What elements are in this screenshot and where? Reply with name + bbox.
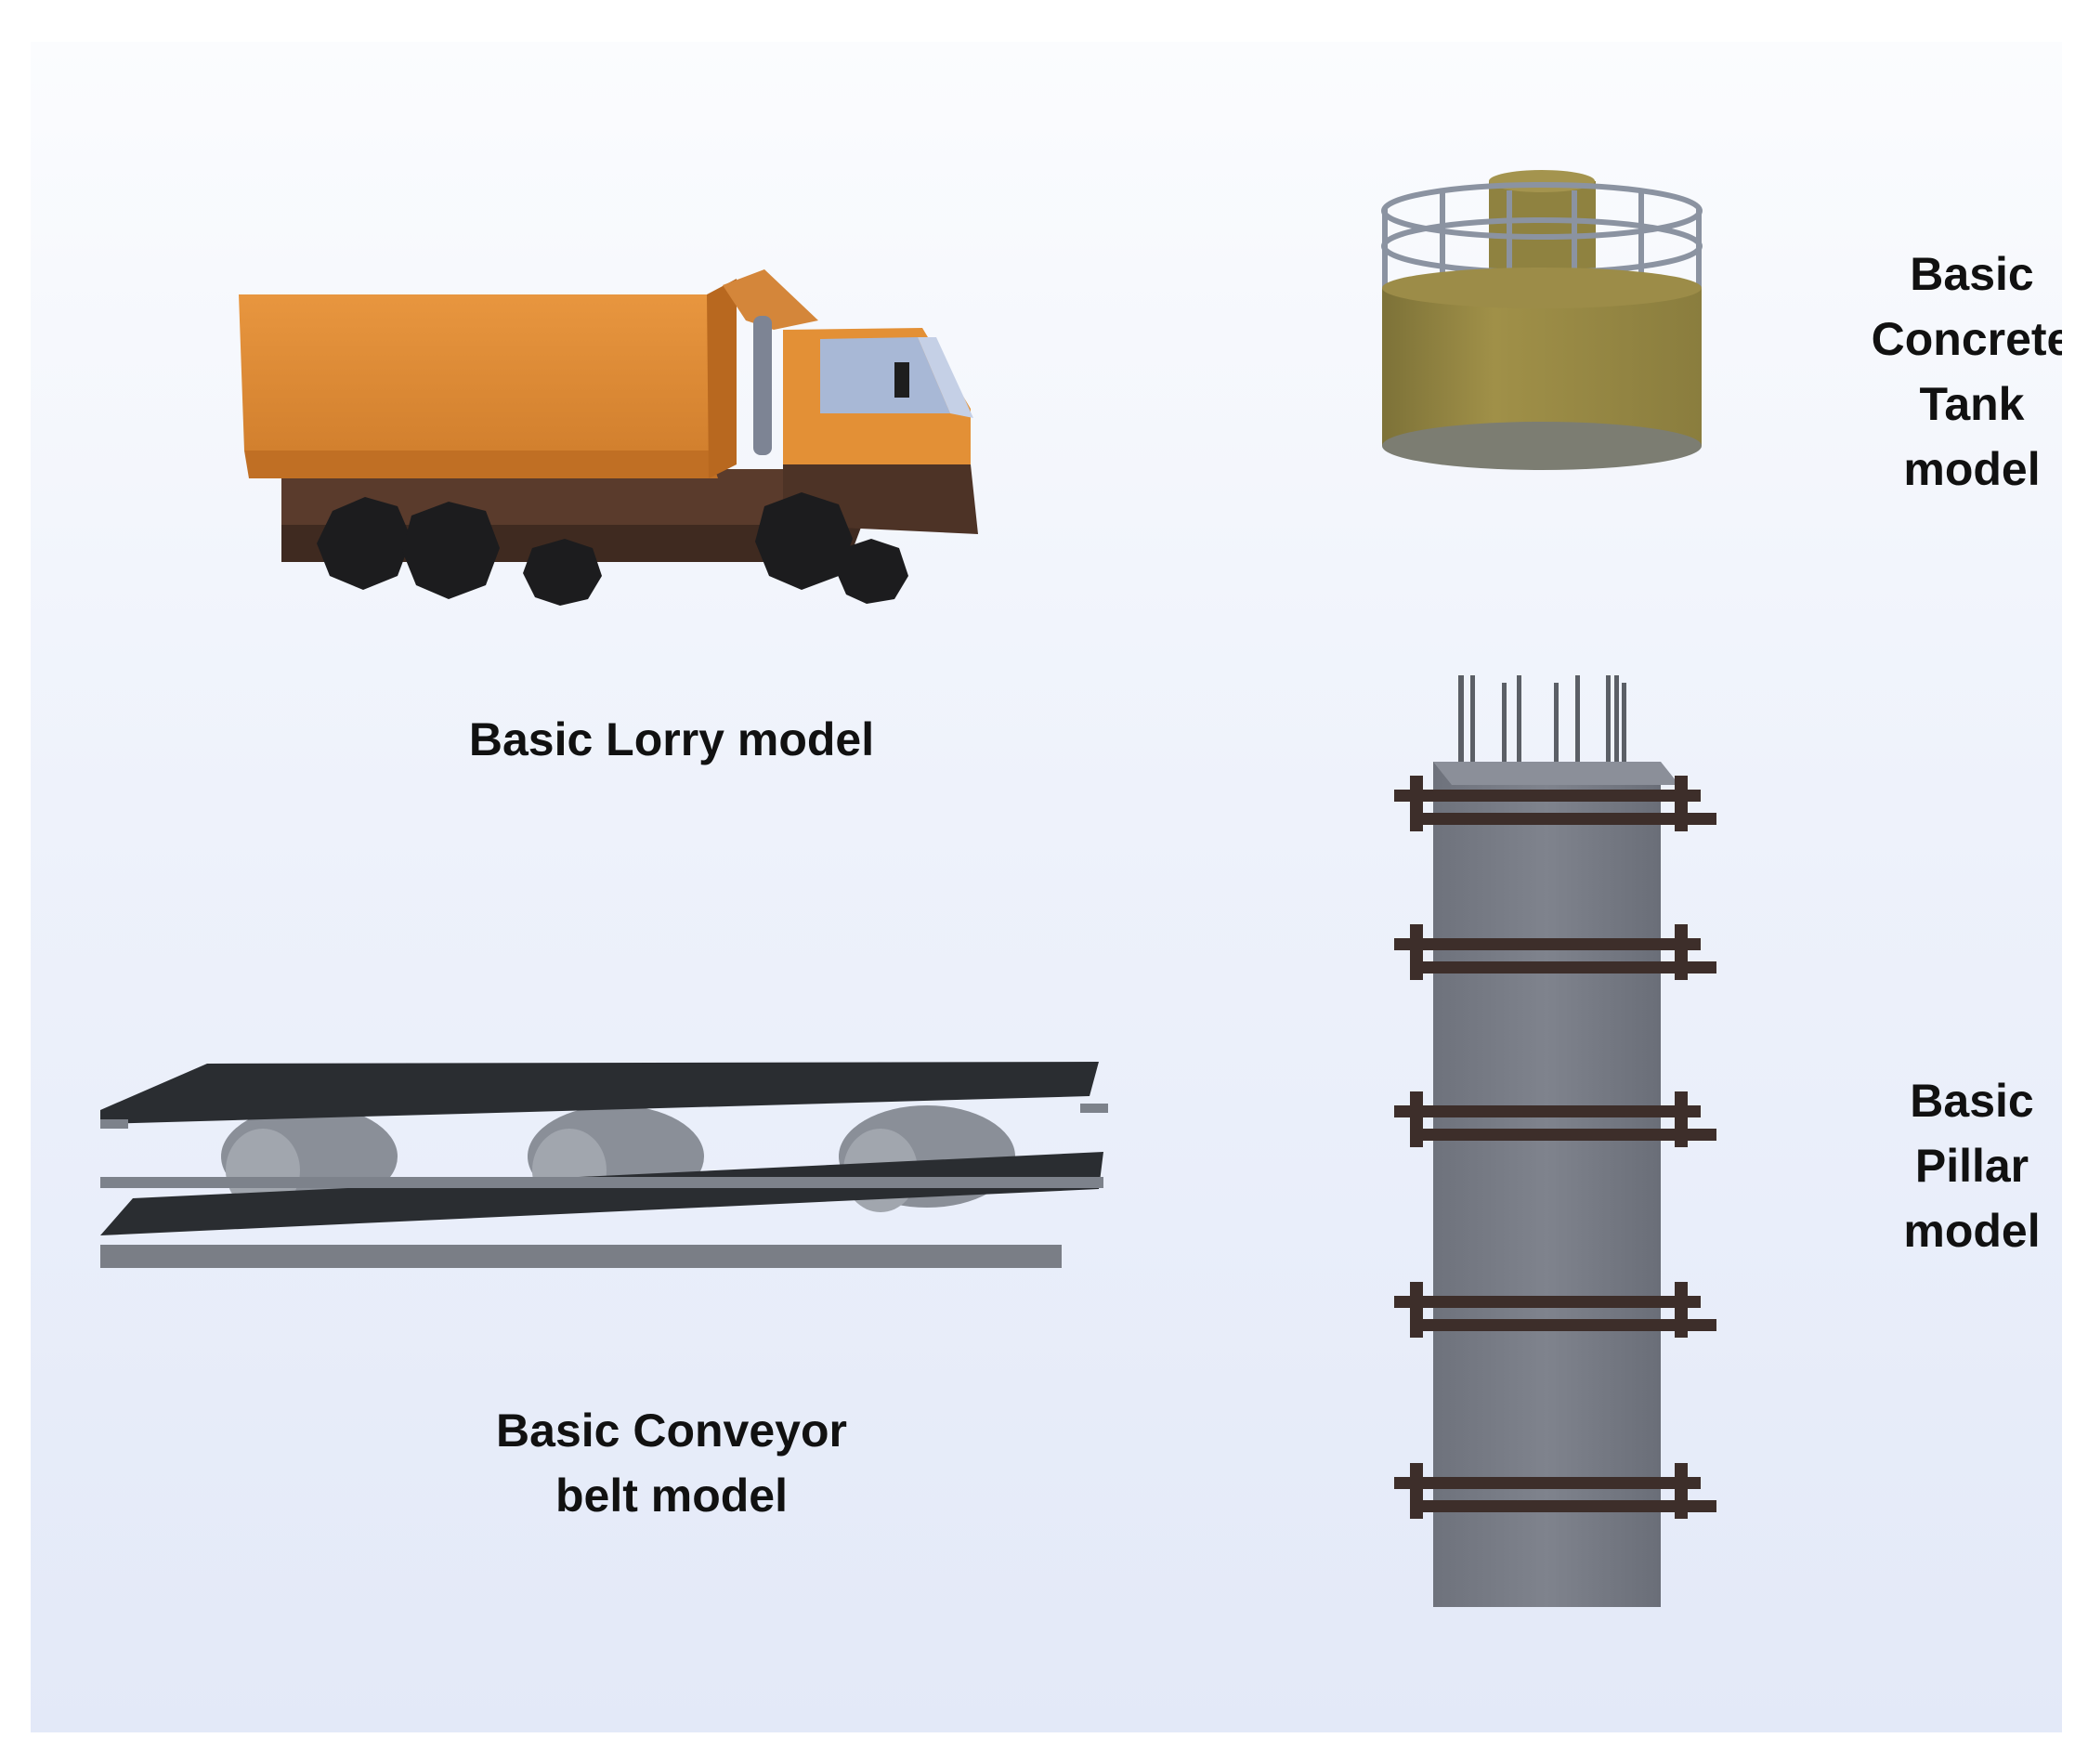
- conveyor-model-label: Basic Conveyor belt model: [496, 1405, 847, 1522]
- reinforced-pillar-icon: [1394, 675, 1716, 1607]
- model-showcase-panel: Basic Lorry model Basic Concrete Tank mo…: [31, 42, 2062, 1732]
- pillar-model-label: Basic Pillar model: [1903, 1075, 2041, 1257]
- models-illustration: [100, 170, 1716, 1607]
- dump-truck-icon: [239, 269, 978, 606]
- lorry-model-label: Basic Lorry model: [468, 713, 875, 765]
- conveyor-belt-icon: [100, 1062, 1108, 1268]
- concrete-tank-icon: [1381, 170, 1703, 470]
- tank-model-label: Basic Concrete Tank model: [1871, 248, 2062, 495]
